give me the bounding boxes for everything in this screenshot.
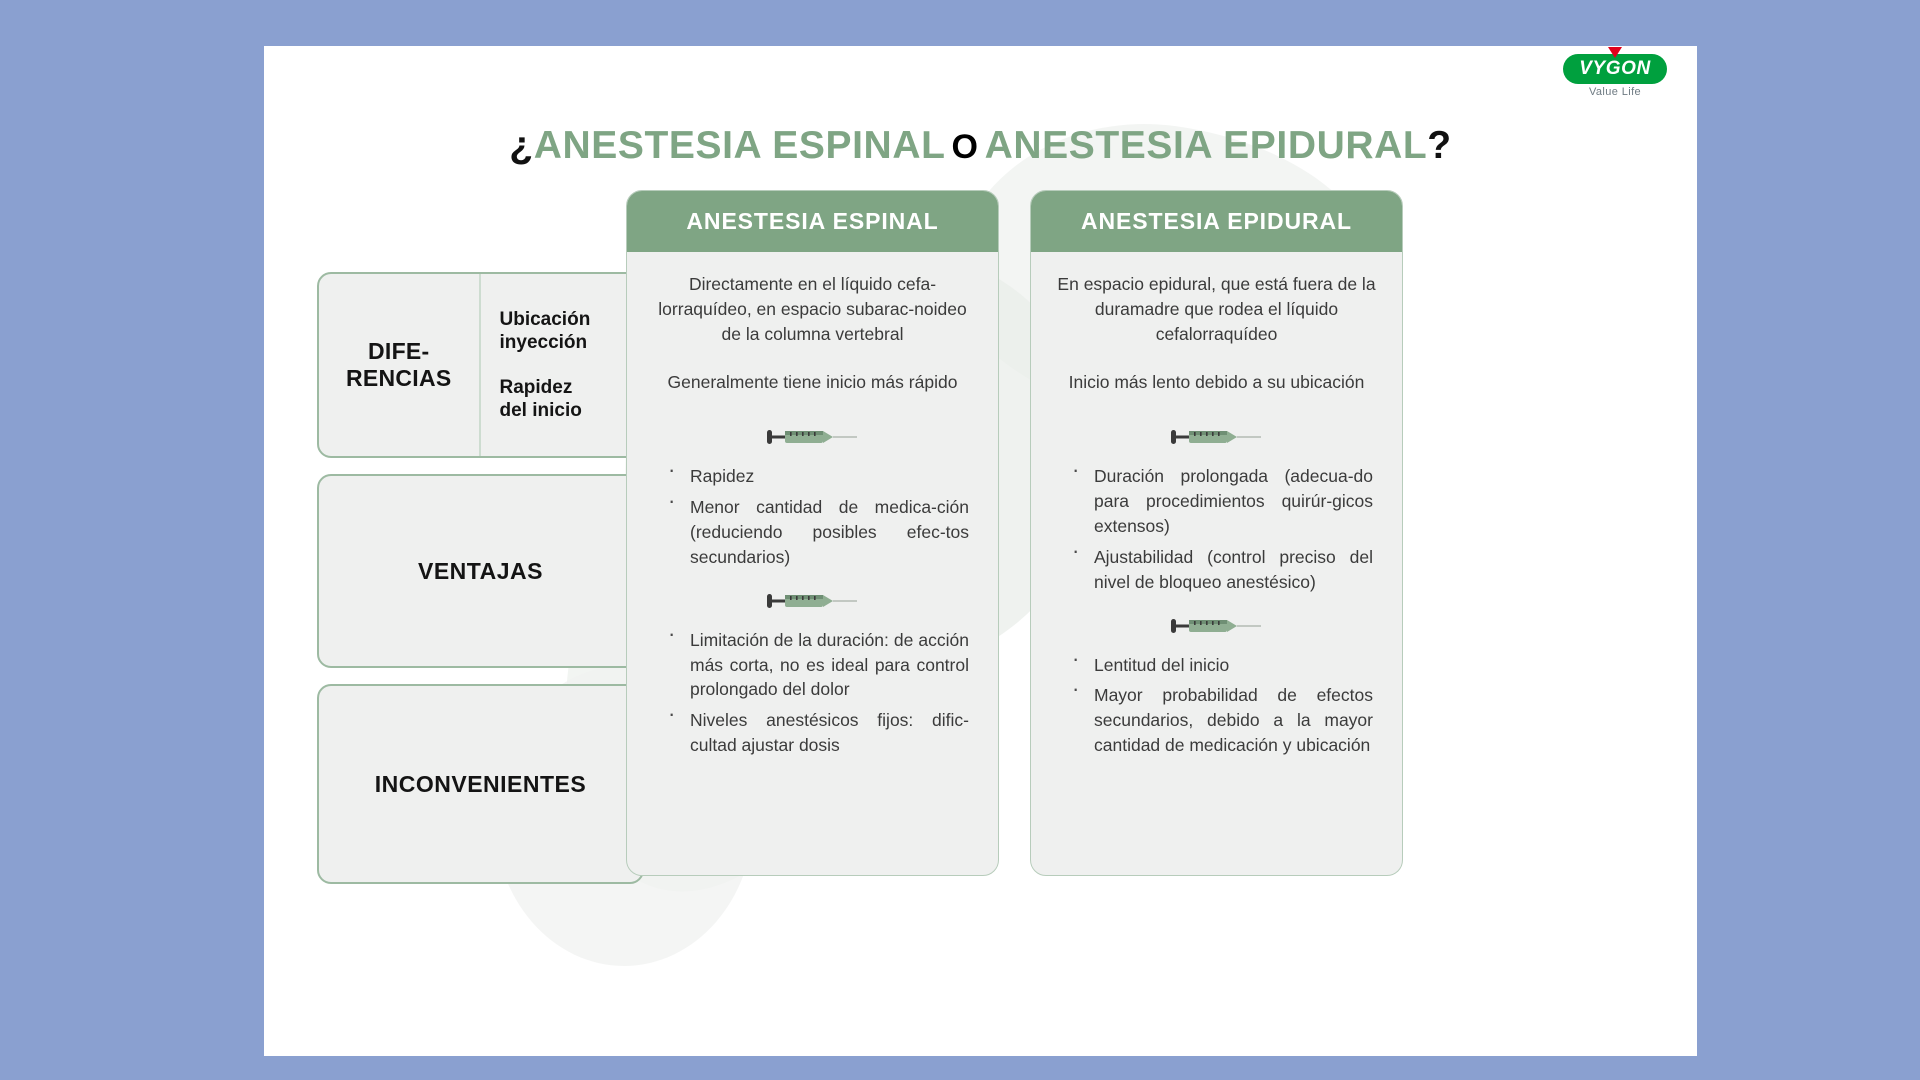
row-label-ventajas: VENTAJAS [317, 474, 644, 668]
syringe-icon [766, 430, 857, 445]
title-open-punct: ¿ [509, 124, 534, 167]
title-conjunction: O [951, 128, 979, 166]
list-item: Mayor probabilidad de efectos secundario… [1070, 678, 1373, 758]
card-anestesia-epidural: ANESTESIA EPIDURAL En espacio epidural, … [1030, 190, 1403, 876]
row-label-inconvenientes: INCONVENIENTES [317, 684, 644, 884]
epidural-rapidez-text: Inicio más lento debido a su ubicación [1068, 371, 1365, 392]
title-right: ANESTESIA EPIDURAL [984, 124, 1428, 167]
card-espinal-header: ANESTESIA ESPINAL [627, 191, 998, 252]
title-close-punct: ? [1427, 124, 1452, 167]
syringe-divider-2 [652, 584, 973, 618]
epidural-ubicacion-text: En espacio epidural, que está fuera de l… [1057, 274, 1376, 344]
row-label-diferencias: DIFE- RENCIAS Ubicación inyección Rapide… [317, 272, 644, 458]
list-item: Ajustabilidad (control preciso del nivel… [1070, 540, 1373, 595]
diferencias-criteria-cell: Ubicación inyección Rapidez del inicio [481, 274, 643, 456]
syringe-icon [1170, 618, 1261, 633]
criterion-rapidez-inicio: Rapidez del inicio [500, 376, 643, 422]
syringe-icon [766, 593, 857, 608]
list-item: Niveles anestésicos fijos: dific-cultad … [666, 703, 969, 758]
espinal-inconvenientes-list: Limitación de la duración: de acción más… [652, 623, 973, 758]
logo-tagline: Value Life [1588, 86, 1642, 98]
list-item: Menor cantidad de medica-ción (reduciend… [666, 490, 969, 570]
diferencias-title-line2: RENCIAS [345, 365, 452, 391]
card-anestesia-espinal: ANESTESIA ESPINAL Directamente en el líq… [626, 190, 999, 876]
espinal-ubicacion-text: Directamente en el líquido cefa-lorraquí… [658, 274, 967, 344]
list-item: Limitación de la duración: de acción más… [666, 623, 969, 703]
epidural-inconvenientes-list: Lentitud del inicio Mayor probabilidad d… [1056, 648, 1377, 758]
card-epidural-body: En espacio epidural, que está fuera de l… [1031, 252, 1402, 875]
logo-pill: VYGON [1563, 47, 1667, 84]
list-item: Rapidez [666, 459, 969, 489]
list-item: Lentitud del inicio [1070, 648, 1373, 678]
vygon-logo: VYGON Value Life [1559, 47, 1671, 98]
criterion-ubicacion-inyeccion: Ubicación inyección [500, 308, 643, 354]
logo-triangle-icon [1608, 47, 1622, 58]
ventajas-label: VENTAJAS [418, 557, 543, 584]
criterion-rapidez-line1: Rapidez [499, 376, 573, 398]
diferencias-title-cell: DIFE- RENCIAS [319, 274, 481, 456]
diferencias-title-line1: DIFE- [367, 337, 430, 364]
logo-wordmark: VYGON [1579, 58, 1651, 79]
criterion-ubicacion-line1: Ubicación [499, 309, 591, 331]
espinal-ventajas-list: Rapidez Menor cantidad de medica-ción (r… [652, 459, 973, 570]
syringe-divider-1 [1056, 420, 1377, 454]
syringe-icon [1170, 430, 1261, 445]
syringe-divider-1 [652, 420, 973, 454]
title-left: ANESTESIA ESPINAL [533, 124, 946, 167]
list-item: Duración prolongada (adecua-do para proc… [1070, 459, 1373, 539]
espinal-rapidez-text: Generalmente tiene inicio más rápido [667, 371, 958, 392]
criterion-ubicacion-line2: inyección [499, 332, 588, 354]
diferencias-title: DIFE- RENCIAS [346, 338, 452, 392]
card-espinal-body: Directamente en el líquido cefa-lorraquí… [627, 252, 998, 875]
epidural-ventajas-list: Duración prolongada (adecua-do para proc… [1056, 459, 1377, 595]
inconvenientes-label: INCONVENIENTES [374, 770, 587, 797]
criterion-rapidez-line2: del inicio [499, 399, 582, 421]
card-epidural-header: ANESTESIA EPIDURAL [1031, 191, 1402, 252]
syringe-divider-2 [1056, 609, 1377, 643]
